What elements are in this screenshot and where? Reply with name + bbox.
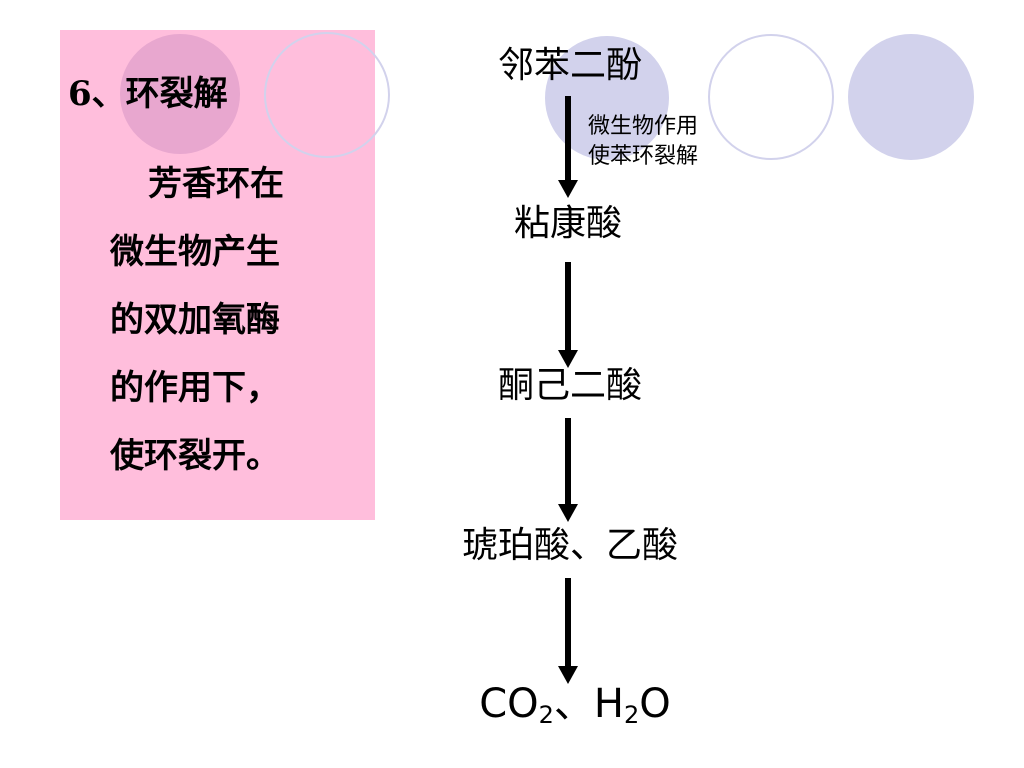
decorative-circle-filled: [120, 34, 240, 154]
section-heading: 6、环裂解: [68, 74, 228, 114]
decorative-circle-outline: [264, 32, 390, 158]
formula-subscript: 2: [538, 701, 554, 729]
decorative-circle-outline: [708, 34, 834, 160]
formula-part: O: [639, 681, 671, 727]
flow-node-co2-h2o: CO2、H2O: [440, 680, 710, 728]
formula-subscript: 2: [624, 701, 640, 729]
section-body: 芳香环在 微生物产生 的双加氧酶 的作用下， 使环裂开。: [110, 150, 350, 490]
arrow-annotation: 微生物作用 使苯环裂解: [588, 112, 698, 172]
body-line: 微生物产生: [110, 232, 280, 272]
flow-node-muconic-acid: 粘康酸: [513, 203, 622, 244]
formula-part: 、H: [553, 681, 624, 727]
flow-node-succinic-acetic-acid: 琥珀酸、乙酸: [461, 525, 678, 566]
flow-arrow-down: [558, 578, 578, 684]
flow-arrow-down: [558, 262, 578, 368]
body-line: 的双加氧酶: [110, 300, 280, 340]
body-line: 芳香环在: [148, 164, 284, 204]
flow-arrow-down: [558, 96, 578, 198]
annotation-line: 微生物作用: [588, 114, 699, 139]
flow-arrow-down: [558, 418, 578, 522]
body-line: 使环裂开。: [110, 436, 280, 476]
annotation-line: 使苯环裂解: [588, 144, 699, 169]
flow-node-catechol: 邻苯二酚: [497, 45, 642, 86]
body-line: 的作用下，: [110, 368, 280, 408]
flow-node-ketoadipic-acid: 酮己二酸: [497, 365, 642, 406]
formula-part: CO: [479, 681, 539, 727]
decorative-circle-filled: [848, 34, 974, 160]
